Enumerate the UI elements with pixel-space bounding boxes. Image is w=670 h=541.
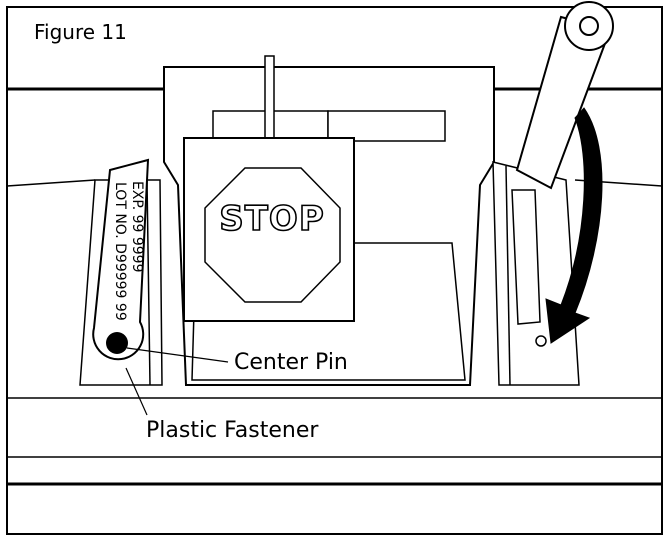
center-pin-label: Center Pin xyxy=(234,350,348,375)
lever-hole xyxy=(579,16,599,36)
release-hole xyxy=(535,335,547,347)
slot-right xyxy=(327,110,446,142)
left-slope-line xyxy=(6,179,96,187)
figure-label: Figure 11 xyxy=(34,20,127,44)
right-bracket-inner xyxy=(505,165,511,386)
plastic-fastener-label: Plastic Fastener xyxy=(146,418,319,443)
tag-line-lot: LOT NO. D99999 99 xyxy=(112,182,128,321)
center-pin xyxy=(106,332,128,354)
stop-text: STOP xyxy=(219,199,325,239)
tag-line-exp: EXP. 99 9999 xyxy=(129,181,145,273)
stop-octagon xyxy=(204,167,341,303)
right-bracket-window xyxy=(511,189,541,325)
lot-tag xyxy=(92,158,150,361)
stop-card-handle xyxy=(264,55,275,143)
rotation-arrow-icon xyxy=(545,107,603,344)
center-pin-leader xyxy=(126,347,229,363)
plastic-fastener-leader xyxy=(125,367,148,416)
